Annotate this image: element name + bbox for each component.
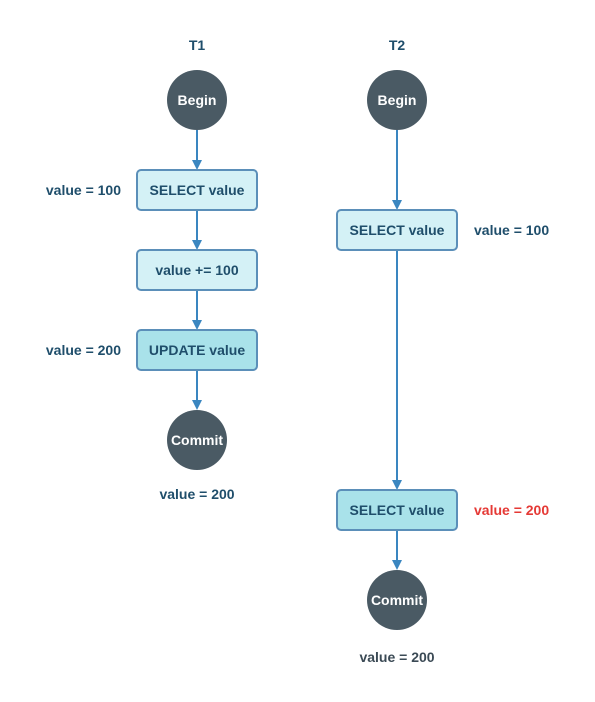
- t1-commit-label: Commit: [171, 432, 223, 448]
- t2-select-second-box: SELECT value: [336, 489, 458, 531]
- t1-begin-label: Begin: [178, 92, 217, 108]
- t1-increment-label: value += 100: [155, 262, 239, 278]
- t1-note-update: value = 200: [46, 342, 121, 358]
- t2-begin-label: Begin: [378, 92, 417, 108]
- t1-begin-node: Begin: [167, 70, 227, 130]
- t2-note-second: value = 200: [474, 502, 549, 518]
- t1-update-label: UPDATE value: [149, 342, 245, 358]
- t1-increment-box: value += 100: [136, 249, 258, 291]
- t1-note-select: value = 100: [46, 182, 121, 198]
- t2-note-commit: value = 200: [359, 649, 434, 665]
- t1-select-label: SELECT value: [150, 182, 245, 198]
- t1-commit-node: Commit: [167, 410, 227, 470]
- t2-select-second-label: SELECT value: [350, 502, 445, 518]
- t2-select-first-label: SELECT value: [350, 222, 445, 238]
- t2-commit-node: Commit: [367, 570, 427, 630]
- t2-commit-label: Commit: [371, 592, 423, 608]
- t1-update-box: UPDATE value: [136, 329, 258, 371]
- t2-select-first-box: SELECT value: [336, 209, 458, 251]
- t2-begin-node: Begin: [367, 70, 427, 130]
- t1-note-commit: value = 200: [159, 486, 234, 502]
- t2-note-first: value = 100: [474, 222, 549, 238]
- t1-title: T1: [189, 37, 206, 53]
- t2-title: T2: [389, 37, 406, 53]
- t1-select-box: SELECT value: [136, 169, 258, 211]
